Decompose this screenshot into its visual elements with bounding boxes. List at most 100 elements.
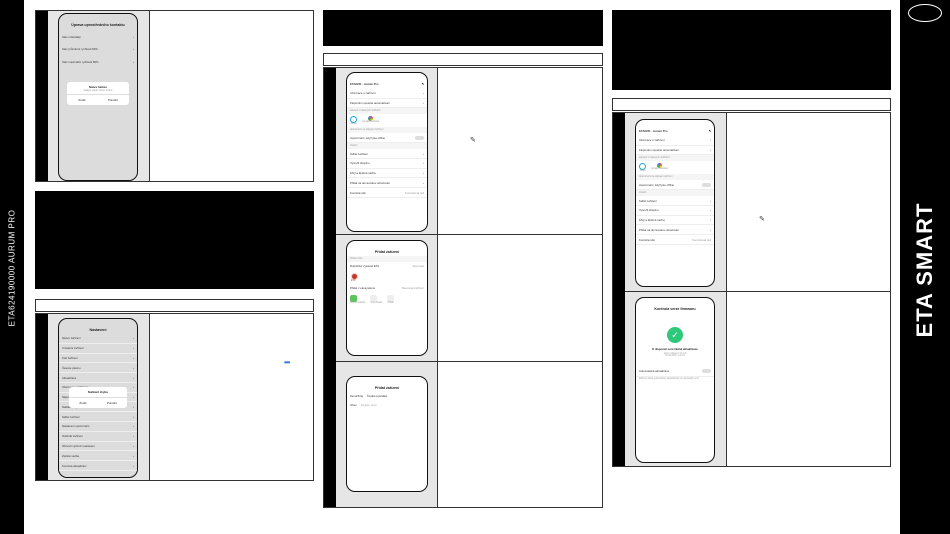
screenshot-area: ETA6241 - Aurum Pro✎ Informace o zařízen…	[336, 68, 438, 507]
mcu-version: Verze MCU: V1.0.0	[665, 355, 685, 357]
list-item[interactable]: Název zařízení›	[59, 334, 137, 344]
brand-text: ETA SMART	[912, 202, 937, 338]
list-item[interactable]: Stav nízkotlaký›	[59, 29, 137, 42]
firmware-status: ✓ K dispozici není žádná aktualizace Ver…	[636, 313, 714, 357]
list-item[interactable]: Kontrola aktualizací›	[59, 461, 137, 471]
section-label: Asistent v hlasových službách	[636, 155, 714, 162]
list-item[interactable]: Kód zařízení›	[59, 354, 137, 364]
ecosystem-icons: Chytré hodinky Tuya Smart Přidat	[347, 293, 427, 306]
section-label: Upozornění na odpojení zařízení	[636, 174, 714, 181]
list-item[interactable]: Sdílet zařízení›	[59, 412, 137, 423]
device-version: Verze zařízení: V1.0.0	[663, 353, 687, 355]
list-item[interactable]: Vytvořit skupinu›	[636, 206, 714, 216]
list-item[interactable]: Obnovit výchozí nastavení›	[59, 442, 137, 452]
step-settings: Nastavení Název zařízení› Umístění zaříz…	[35, 313, 314, 481]
dialog-subtitle: Zadejte vlastní název funkce	[83, 90, 113, 92]
confirm-button[interactable]: Potvrdit	[107, 401, 117, 405]
cancel-button[interactable]: Zrušit	[78, 98, 86, 102]
language-oval-badge	[908, 4, 942, 22]
section-header	[612, 98, 891, 111]
list-item[interactable]: Nastavení upozornění›	[59, 422, 137, 432]
pencil-icon: ✎	[421, 82, 424, 87]
rename-dialog: Název funkce Zadejte vlastní název funkc…	[67, 82, 129, 105]
list-item[interactable]: Odebrat zařízení›	[59, 432, 137, 442]
toggle-switch[interactable]	[702, 369, 711, 374]
pencil-icon: ✎	[470, 137, 476, 144]
tuya-icon[interactable]	[370, 294, 378, 302]
screenshot-area: Nastavení Název zařízení› Umístění zaříz…	[48, 314, 150, 480]
phone-channels: Úprava uprostředního kontaktu Stav nízko…	[58, 13, 138, 181]
list-item[interactable]: Aktualizace›	[59, 373, 137, 383]
pencil-icon: ✎	[708, 129, 711, 134]
list-item[interactable]: Vytvořit skupinu›	[347, 159, 427, 169]
google-assistant-icon[interactable]	[368, 116, 374, 122]
device-choice[interactable]: ETA	[347, 271, 427, 284]
firmware-status-text: K dispozici není žádná aktualizace	[652, 347, 698, 351]
watch-icon[interactable]	[350, 294, 357, 302]
list-item[interactable]: Informace o zařízení›	[636, 136, 714, 146]
step-description	[150, 11, 313, 181]
list-item[interactable]: Stav maximální rychlosti 80%›	[59, 53, 137, 67]
more-icon[interactable]	[387, 294, 395, 302]
dialog-title: Nahlásit chybu	[88, 390, 108, 394]
device-header: ETA6241 - Aurum Pro✎	[639, 129, 711, 134]
left-side-bar: ETA624190000 AURUM PRO	[0, 0, 24, 534]
alexa-icon[interactable]	[350, 116, 357, 124]
check-icon: ✓	[667, 327, 683, 343]
confirm-button[interactable]: Potvrdit	[108, 98, 118, 102]
section-label: Upozornění na odpojení zařízení	[347, 127, 427, 134]
more-options-icon: •••	[284, 358, 290, 367]
toggle-switch[interactable]	[415, 135, 424, 140]
list-item[interactable]: Časové pásmo›	[59, 363, 137, 374]
list-item[interactable]: FAQ a Zpětná vazba›	[636, 216, 714, 226]
right-side-bar: ETA SMART	[900, 0, 950, 534]
alexa-icon[interactable]	[639, 163, 646, 171]
section-label: Přidat ručně	[347, 256, 427, 262]
list-item[interactable]: Umístění zařízení›	[59, 344, 137, 354]
list-item[interactable]: Informace o zařízení›	[347, 89, 427, 99]
screen-title: Přidat zařízení	[374, 250, 400, 254]
section-header	[323, 53, 603, 66]
offline-toggle-row[interactable]: Upozornění, když jste offline	[347, 133, 427, 144]
section-label: Ostatní	[347, 143, 427, 150]
steps-firmware: ETA6241 - Aurum Pro✎ Informace o zařízen…	[612, 112, 891, 467]
screen-title: Nastavení	[89, 328, 107, 332]
model-number-text: ETA624190000 AURUM PRO	[7, 209, 17, 327]
list-item[interactable]: Klepnutím spustíte automatizaci›	[347, 99, 427, 109]
step-number-block	[36, 314, 48, 480]
list-item[interactable]: Zpětná vazba›	[59, 451, 137, 462]
screenshot-area: Úprava uprostředního kontaktu Stav nízko…	[48, 11, 150, 181]
phone-firmware: Kontrola verze firmwaru ✓ K dispozici ne…	[635, 297, 715, 463]
list-item[interactable]: FAQ a Zpětná vazba›	[347, 169, 427, 179]
google-assistant-icon[interactable]	[657, 163, 663, 169]
list-item[interactable]: Stav průměrné rychlosti 60%›	[59, 41, 137, 54]
step-number-block	[36, 11, 48, 181]
toggle-switch[interactable]	[702, 182, 711, 187]
section-label: Asistent v hlasových službách	[347, 108, 427, 115]
list-item[interactable]: Klepnutím spustíte automatizaci›	[636, 146, 714, 156]
black-info-box	[35, 191, 314, 289]
auto-update-row[interactable]: Automatická aktualizace	[636, 367, 714, 377]
list-item[interactable]: Přidat na domovskou obrazovku›	[636, 225, 714, 236]
list-item[interactable]: Přidat na domovskou obrazovku›	[347, 178, 427, 189]
list-item[interactable]: Sdílet zařízení›	[347, 149, 427, 159]
phone-add-device: Přidat zařízení Přidat ručně Robotický v…	[346, 240, 428, 356]
vacuum-device-icon	[351, 272, 358, 280]
cancel-button[interactable]: Zrušit	[79, 401, 87, 405]
step-number-block	[324, 68, 336, 507]
offline-toggle-row[interactable]: Upozornění, když jste offline	[636, 180, 714, 191]
step-number-block	[613, 113, 625, 466]
step-description: ✎	[727, 113, 890, 466]
screen-title: Přidat zařízení	[374, 386, 400, 390]
step-channels: Úprava uprostředního kontaktu Stav nízko…	[35, 10, 314, 182]
list-item[interactable]: Sdílet zařízení›	[636, 196, 714, 206]
pencil-icon: ✎	[759, 216, 765, 223]
auto-update-note: Zařízení bude automaticky aktualizovat n…	[639, 377, 700, 380]
